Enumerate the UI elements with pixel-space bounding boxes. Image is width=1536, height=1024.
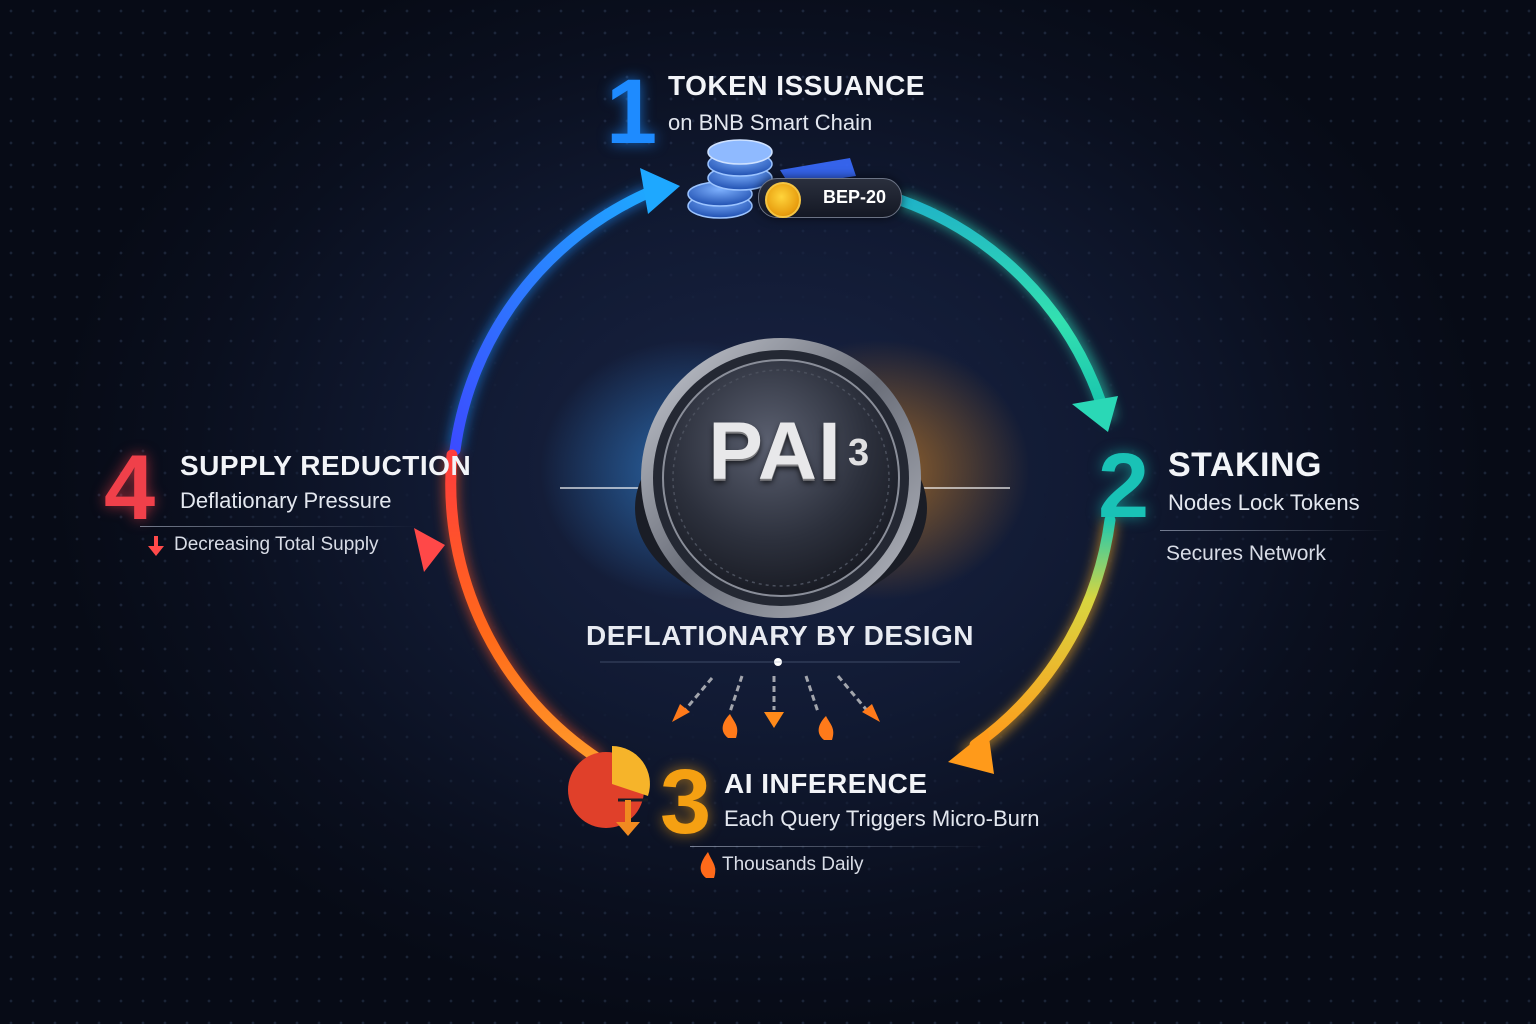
flame-icon	[722, 714, 738, 738]
token-name: PAI	[708, 406, 842, 497]
flame-icon	[818, 716, 834, 740]
arrow-3-to-4	[445, 449, 606, 766]
pai3-coin-icon	[635, 338, 927, 618]
tagline: DEFLATIONARY BY DESIGN	[585, 620, 974, 651]
tagline-dot	[774, 658, 782, 666]
arrow-4-to-1	[449, 186, 656, 456]
step-4-title: SUPPLY REDUCTION	[180, 450, 472, 481]
burn-arrows	[672, 675, 880, 740]
arrowhead-to-3	[948, 730, 994, 774]
step-3-note: Thousands Daily	[722, 854, 864, 875]
bep20-badge: BEP-20	[758, 178, 902, 218]
step-2-note: Secures Network	[1166, 542, 1326, 565]
step-4-divider	[140, 526, 420, 527]
step-2-subtitle: Nodes Lock Tokens	[1168, 490, 1360, 515]
arrow-1-to-2	[894, 194, 1106, 406]
flame-icon	[700, 852, 716, 878]
step-3-number: 3	[660, 751, 712, 853]
step-1-subtitle: on BNB Smart Chain	[668, 110, 873, 135]
token-superscript: 3	[848, 432, 870, 474]
arrowhead-to-2	[1072, 396, 1118, 432]
step-1-title: TOKEN ISSUANCE	[668, 70, 925, 101]
arrow-2-to-3	[969, 514, 1116, 751]
arrowhead-to-4	[414, 528, 445, 572]
step-2-divider	[1160, 530, 1390, 531]
step-4-subtitle: Deflationary Pressure	[180, 488, 392, 513]
bnb-badge-icon	[765, 182, 801, 218]
pie-chart-down-icon	[568, 746, 650, 836]
step-2-title: STAKING	[1168, 446, 1322, 484]
arrowhead-to-1	[640, 168, 680, 214]
step-3-subtitle: Each Query Triggers Micro-Burn	[724, 806, 1040, 831]
step-4-note: Decreasing Total Supply	[174, 534, 379, 555]
bep20-label: BEP-20	[823, 187, 887, 207]
step-1-number: 1	[606, 61, 658, 163]
step-3-title: AI INFERENCE	[724, 768, 928, 799]
step-3-divider	[690, 846, 990, 847]
step-2-number: 2	[1098, 435, 1150, 537]
step-4-number: 4	[104, 437, 156, 539]
down-arrow-icon	[148, 536, 164, 556]
